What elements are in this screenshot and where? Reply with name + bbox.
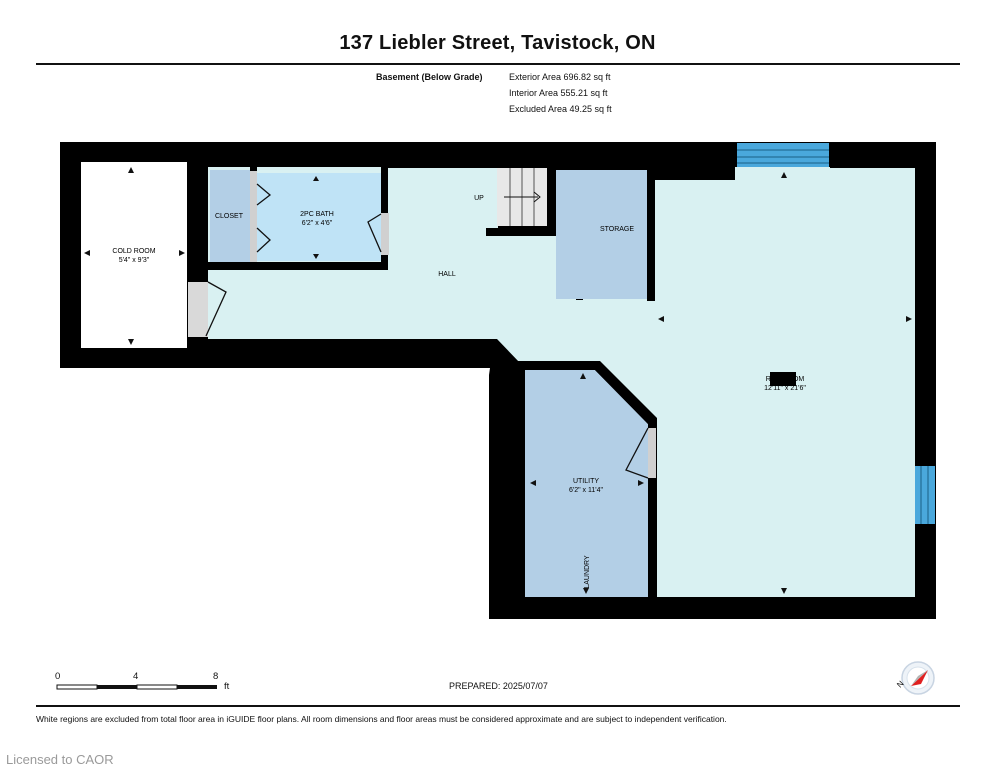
scale-label-4: 4 <box>133 671 139 682</box>
stair-wall <box>486 228 583 236</box>
cold-room-label: COLD ROOM <box>112 248 155 255</box>
cold-room-dims: 5'4" x 9'3" <box>119 257 150 264</box>
scale-label-8: 8 <box>213 671 219 682</box>
cold-room-floor <box>81 162 187 348</box>
bath-floor <box>257 173 381 261</box>
utility-door-jamb <box>648 428 656 478</box>
floor-label: Basement (Below Grade) <box>376 72 483 82</box>
dimension-arrows <box>84 167 912 594</box>
closet-floor <box>210 170 250 262</box>
closet-door <box>250 170 257 262</box>
disclaimer: White regions are excluded from total fl… <box>36 714 727 724</box>
bath-dims: 6'2" x 4'6" <box>302 220 333 227</box>
stair-arrow-head <box>533 191 541 203</box>
utility-dims: 6'2" x 11'4" <box>569 487 603 494</box>
excluded-area: Excluded Area 49.25 sq ft <box>509 104 612 114</box>
watermark: Licensed to CAOR <box>6 752 114 767</box>
open-floor <box>208 167 915 597</box>
prepared-date: PREPARED: 2025/07/07 <box>449 681 548 691</box>
bath-door-jamb <box>381 213 389 255</box>
storage-right-wall <box>647 168 655 301</box>
bath-label: 2PC BATH <box>300 211 334 218</box>
utility-floor <box>525 370 648 597</box>
bath-left-wall <box>250 167 257 171</box>
scale-bar <box>56 684 217 690</box>
compass-north-label: N <box>895 679 906 690</box>
storage-floor <box>556 170 647 299</box>
closet-label: CLOSET <box>215 213 244 220</box>
storage-label: STORAGE <box>600 226 634 233</box>
scale-label-0: 0 <box>55 671 61 682</box>
window-right <box>915 466 935 524</box>
header-divider <box>36 63 960 65</box>
window-top <box>737 143 829 167</box>
hall-label: HALL <box>438 271 456 278</box>
rec-room-dims: 12'11" x 21'6" <box>764 385 806 392</box>
door-swings <box>205 183 649 479</box>
laundry-label: LAUNDRY <box>584 555 591 589</box>
interior-area: Interior Area 555.21 sq ft <box>509 88 608 98</box>
utility-label: UTILITY <box>573 478 599 485</box>
exterior-area: Exterior Area 696.82 sq ft <box>509 72 611 82</box>
top-jog-wall <box>655 168 735 180</box>
bath-bottom-wall <box>208 262 388 270</box>
compass-icon: N <box>895 661 935 695</box>
footer-divider <box>36 705 960 707</box>
up-label: UP <box>474 195 484 202</box>
label-redaction <box>770 372 796 386</box>
scale-unit: ft <box>224 681 230 692</box>
page-title: 137 Liebler Street, Tavistock, ON <box>339 32 656 54</box>
cold-room-door-frame <box>188 282 208 337</box>
